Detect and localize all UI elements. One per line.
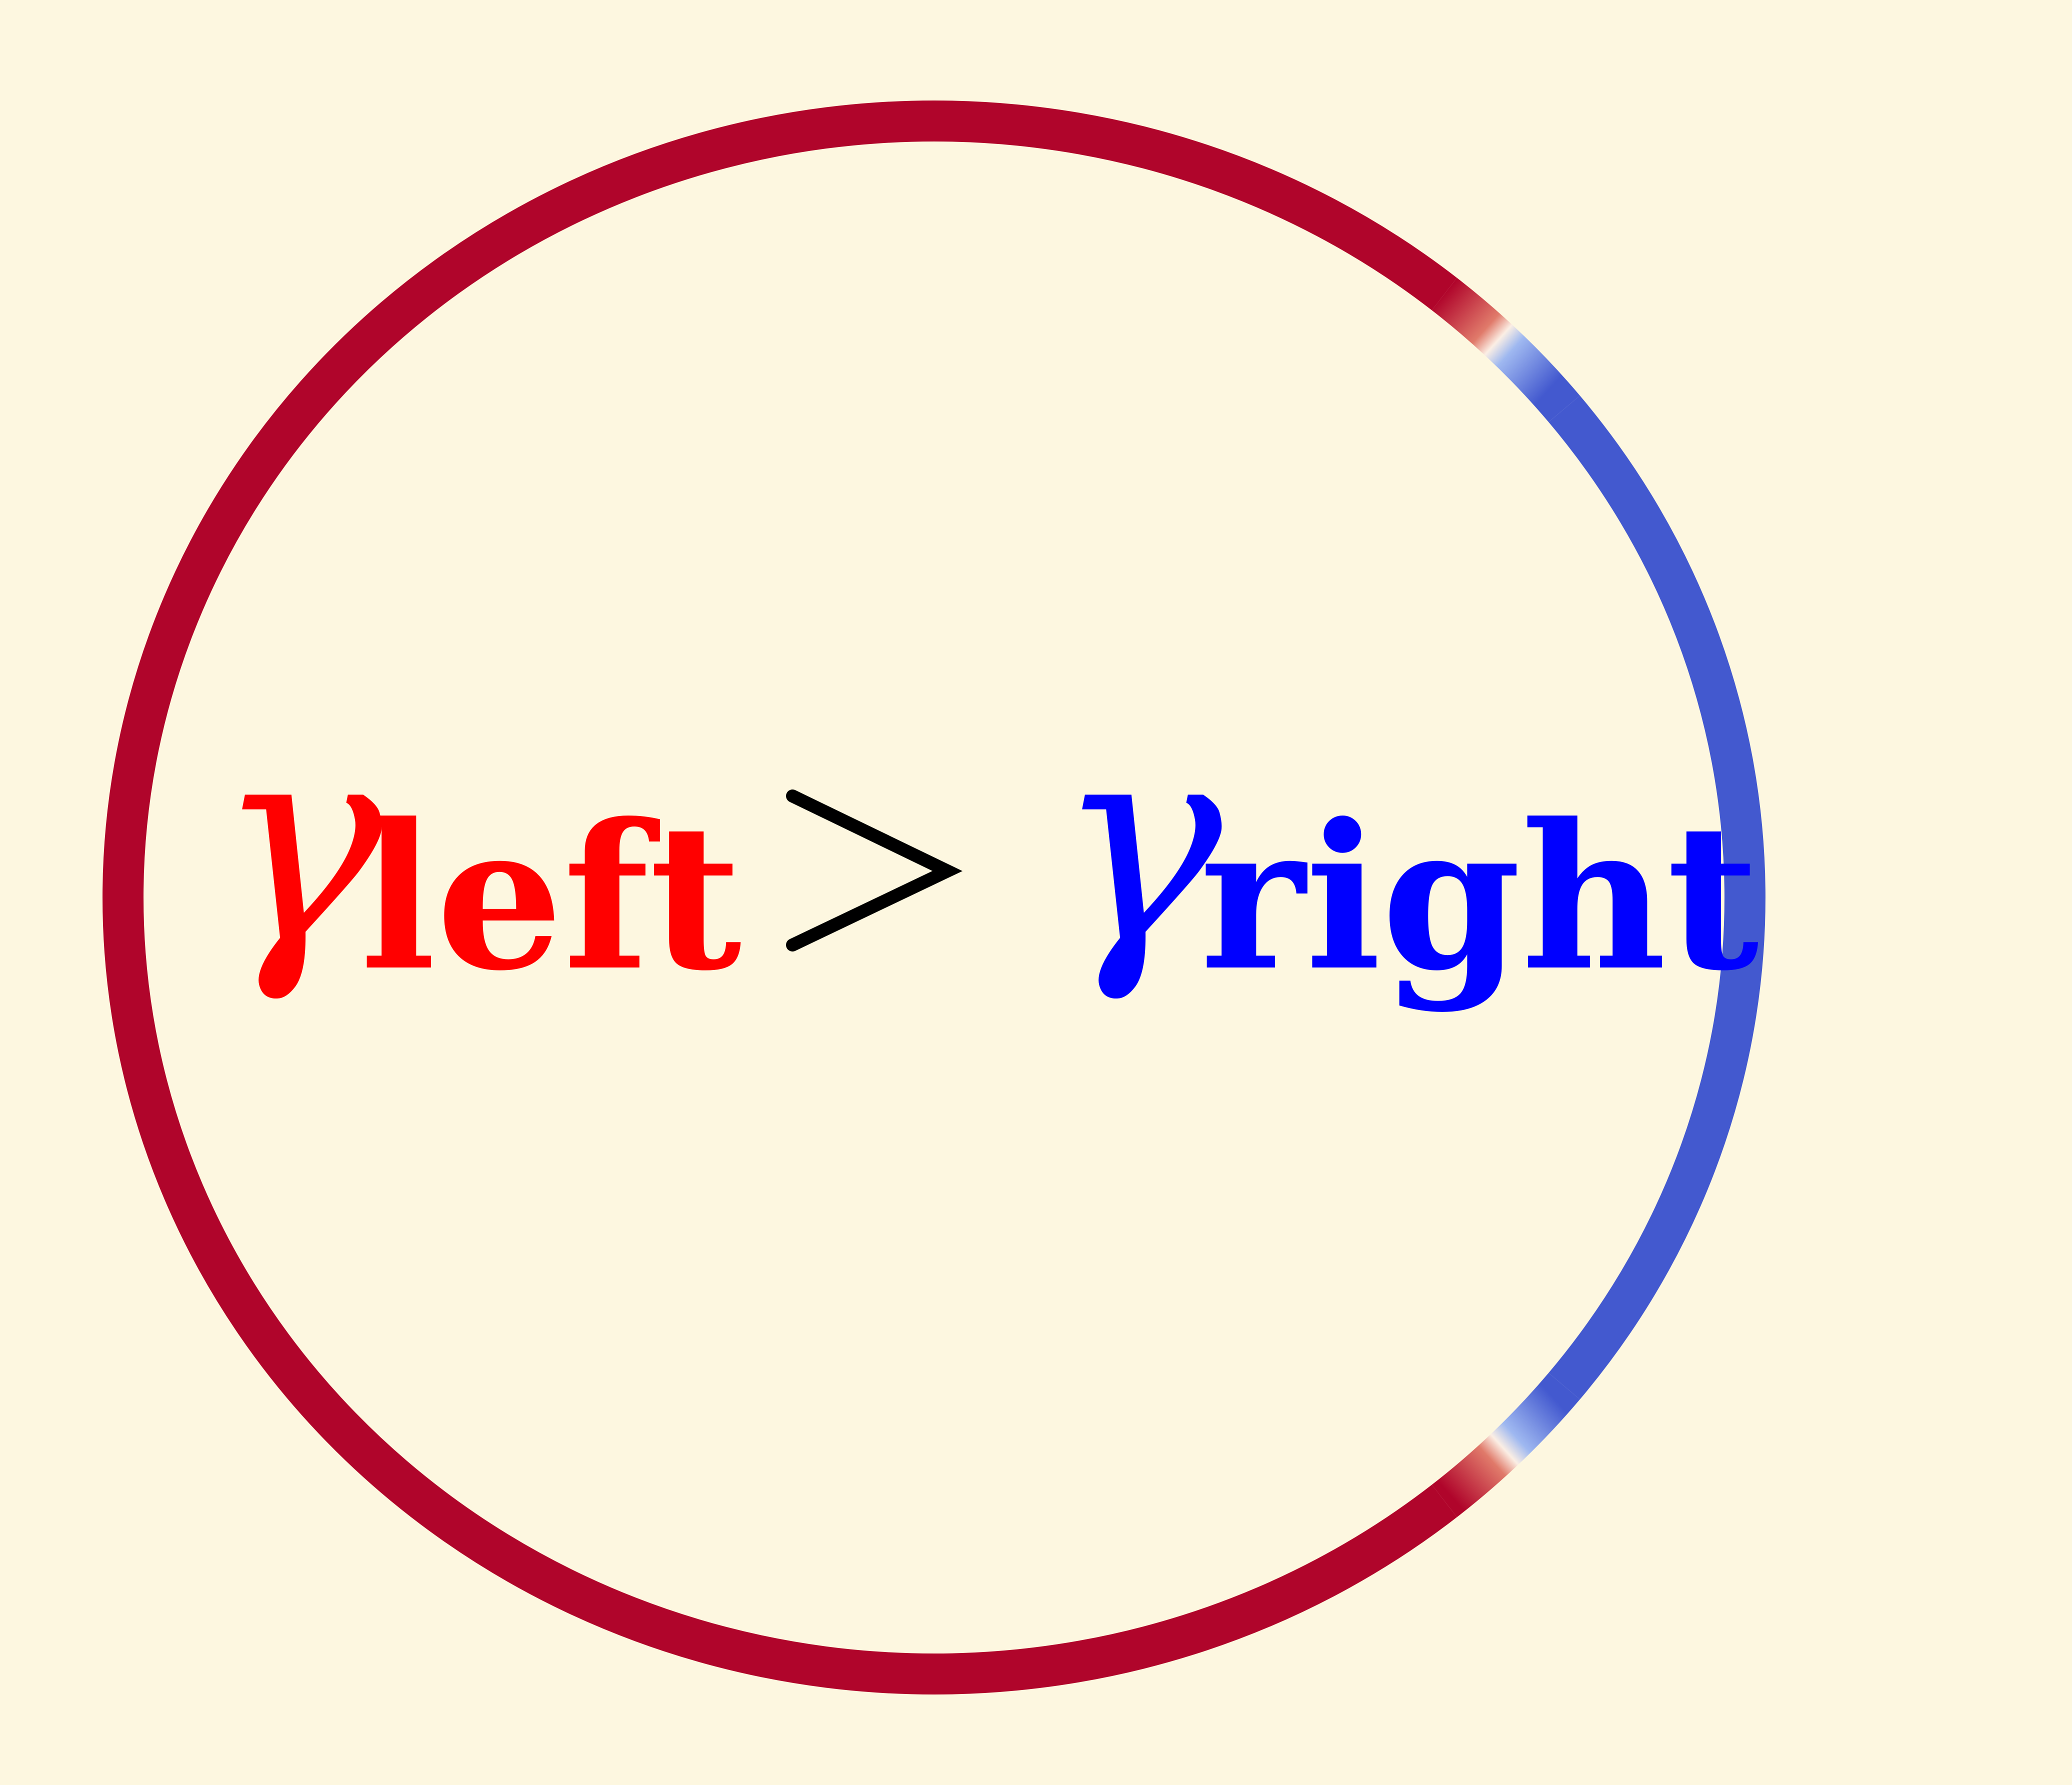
gamma-left-symbol: γ	[215, 680, 386, 1006]
ring-right-arc	[1548, 396, 1766, 1400]
gamma-right-symbol: γ	[1055, 680, 1226, 1006]
equation: γ left γ right	[215, 680, 1760, 1015]
gamma-right-term: γ right	[1055, 680, 1760, 1015]
ring-top-transition	[1432, 278, 1580, 422]
gamma-left-term: γ left	[215, 680, 743, 1015]
gamma-right-subscript: right	[1200, 780, 1760, 1015]
gamma-left-subscript: left	[360, 780, 743, 1015]
greater-than-symbol	[786, 790, 963, 952]
ring	[102, 100, 1766, 1694]
ring-left-arc	[102, 100, 1457, 1694]
ring-bottom-transition	[1432, 1372, 1580, 1518]
